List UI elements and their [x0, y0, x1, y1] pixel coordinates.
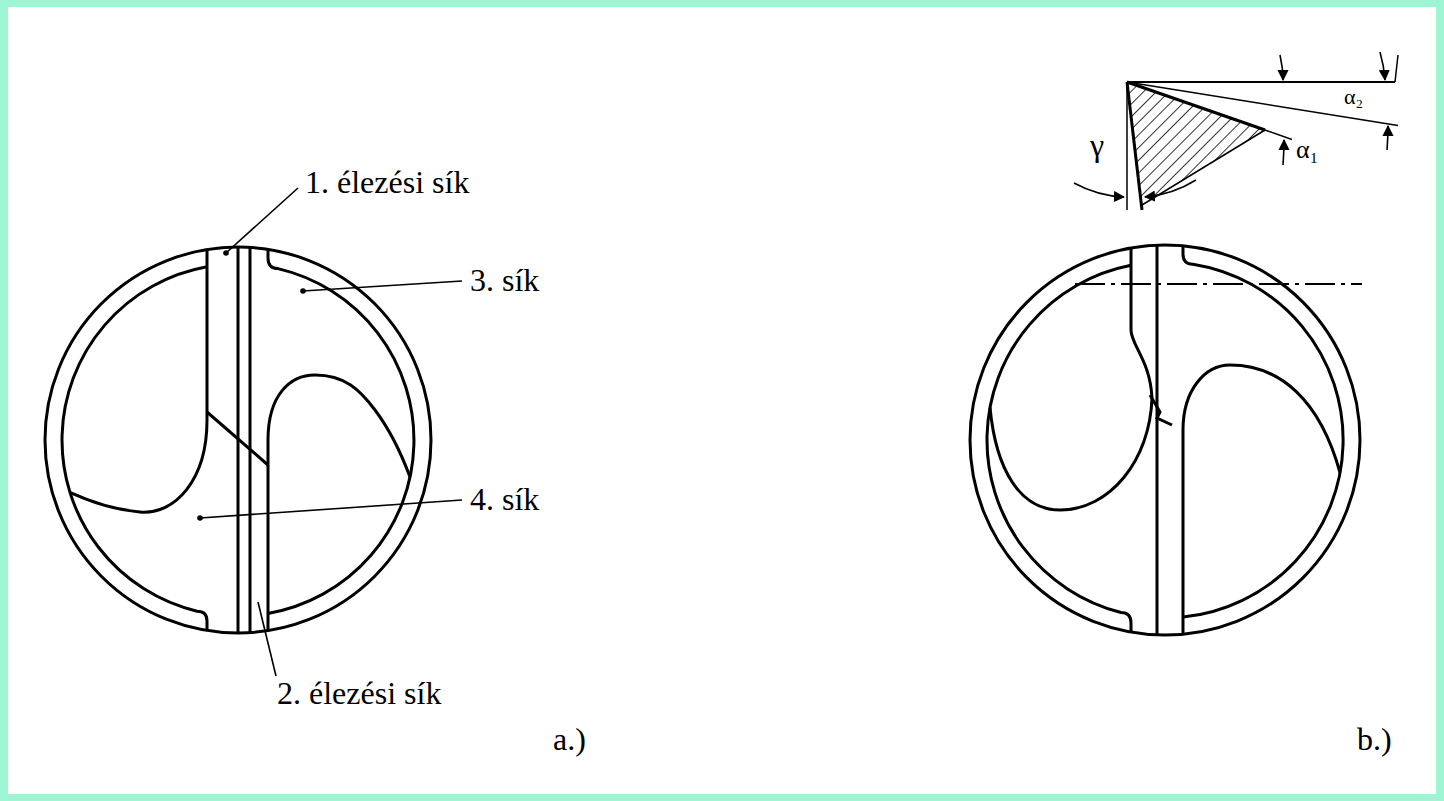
drill-cross-section-b	[970, 245, 1360, 635]
plane-label: 1. élezési sík	[305, 165, 469, 200]
plane-label: 4. sík	[470, 482, 539, 517]
plane-label: 2. élezési sík	[277, 676, 441, 711]
section-line	[1075, 283, 1362, 285]
drill-cross-section-a	[45, 247, 431, 633]
figure-letter: a.)	[553, 722, 586, 757]
figure-letter: b.)	[1357, 722, 1392, 757]
angle-symbol: α₁	[1296, 136, 1319, 165]
cutting-wedge	[1074, 52, 1398, 210]
angle-symbol: α₂	[1344, 85, 1363, 109]
leader-lines-a	[198, 188, 462, 676]
angle-symbol: γ	[1090, 128, 1104, 163]
plane-label: 3. sík	[470, 263, 539, 298]
